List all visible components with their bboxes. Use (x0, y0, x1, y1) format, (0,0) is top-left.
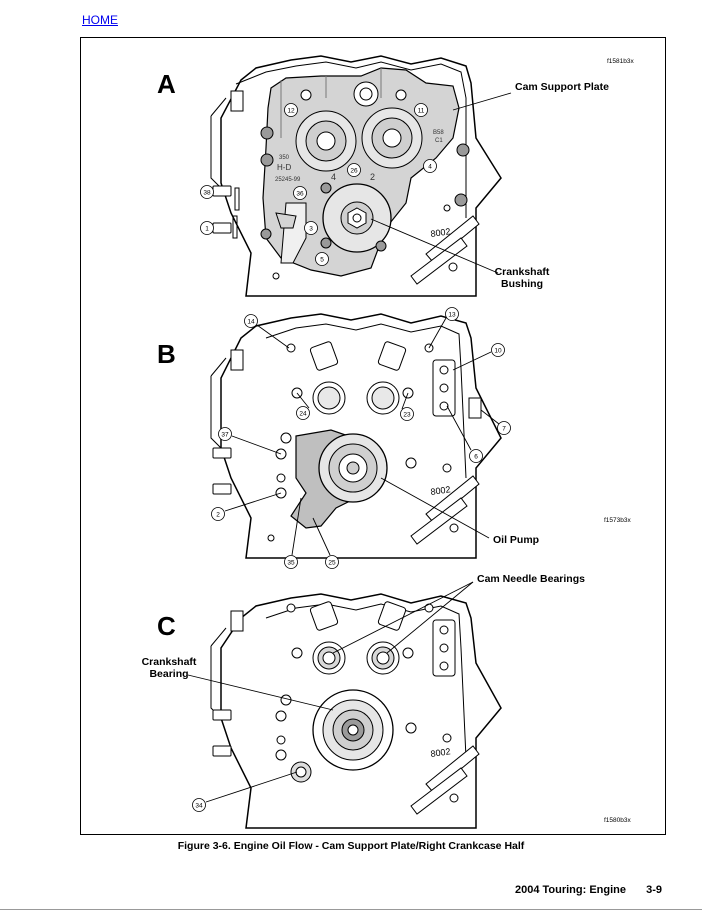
panel-b-crankcase (210, 313, 502, 559)
svg-text:10: 10 (494, 347, 502, 354)
callout-10: 10 (491, 343, 505, 357)
callout-3: 3 (304, 221, 318, 235)
panel-a-letter: A (157, 69, 176, 99)
callout-4: 4 (423, 159, 437, 173)
figure-frame: A f1581b3x (80, 37, 666, 835)
panel-a-leaders (370, 92, 512, 274)
panel-c: C f1580b3x (142, 573, 631, 829)
svg-text:1: 1 (205, 225, 209, 232)
crankshaft-bushing-label-line2: Bushing (501, 278, 543, 290)
crankshaft-bushing-label-line1: Crankshaft (495, 266, 550, 278)
oil-pump-label: Oil Pump (493, 534, 539, 546)
panel-a: A f1581b3x (157, 55, 634, 297)
panel-a-bolts (260, 89, 470, 280)
svg-text:26: 26 (350, 167, 358, 174)
callout-34: 34 (192, 798, 206, 812)
callout-14: 14 (244, 314, 258, 328)
callout-2: 2 (211, 507, 225, 521)
panel-c-crankcase (210, 593, 502, 829)
svg-text:2: 2 (216, 511, 220, 518)
callout-26: 26 (347, 163, 361, 177)
svg-text:37: 37 (221, 431, 229, 438)
svg-text:6: 6 (474, 453, 478, 460)
callout-23: 23 (400, 407, 414, 421)
svg-text:12: 12 (287, 107, 295, 114)
callout-11: 11 (414, 103, 428, 117)
svg-text:4: 4 (331, 172, 336, 182)
footer-page-number: 3-9 (646, 884, 662, 896)
svg-text:24: 24 (299, 410, 307, 417)
callout-37: 37 (218, 427, 232, 441)
cam-needle-bearings-label: Cam Needle Bearings (477, 573, 585, 585)
callout-36: 36 (293, 186, 307, 200)
home-link[interactable]: HOME (82, 13, 118, 27)
svg-text:7: 7 (502, 425, 506, 432)
callout-38: 38 (200, 185, 214, 199)
callout-35: 35 (284, 555, 298, 569)
panel-c-leaders (187, 581, 474, 803)
panel-c-callouts: 34 (192, 798, 206, 812)
svg-text:13: 13 (448, 311, 456, 318)
panel-a-callouts: 12 11 4 26 36 38 1 3 5 (200, 103, 437, 266)
panel-b-callouts: 14 13 10 24 23 37 7 6 2 35 25 (211, 307, 511, 569)
svg-text:B58: B58 (433, 130, 444, 136)
footer-section-title: 2004 Touring: Engine (514, 884, 626, 896)
callout-12: 12 (284, 103, 298, 117)
svg-text:25245-99: 25245-99 (275, 177, 301, 183)
svg-text:3: 3 (309, 225, 313, 232)
svg-text:H-D: H-D (277, 163, 291, 172)
callout-25: 25 (325, 555, 339, 569)
panel-a-stamp: 8002 (430, 226, 451, 239)
callout-24: 24 (296, 406, 310, 420)
panel-b-code: f1573b3x (604, 517, 631, 524)
engine-oil-flow-figure: A f1581b3x (142, 55, 634, 829)
panel-a-plate-text: H-D 25245-99 350 B58 C1 4 2 (275, 130, 444, 183)
crankshaft-bearing-label-line1: Crankshaft (142, 656, 197, 668)
svg-text:25: 25 (328, 559, 336, 566)
panel-b-letter: B (157, 339, 176, 369)
cam-support-plate-label: Cam Support Plate (515, 81, 609, 93)
svg-text:11: 11 (418, 107, 425, 114)
panel-b-stamp: 8002 (430, 484, 451, 497)
bottom-divider (0, 909, 702, 910)
svg-text:14: 14 (247, 318, 255, 325)
svg-text:36: 36 (296, 190, 304, 197)
svg-text:2: 2 (370, 172, 375, 182)
svg-text:350: 350 (279, 155, 290, 161)
callout-13: 13 (445, 307, 459, 321)
svg-text:38: 38 (203, 189, 211, 196)
svg-text:5: 5 (320, 256, 324, 263)
callout-6: 6 (469, 449, 483, 463)
panel-b: B f1573b3x (157, 307, 631, 569)
svg-text:35: 35 (287, 559, 295, 566)
callout-7: 7 (497, 421, 511, 435)
svg-text:23: 23 (403, 411, 411, 418)
svg-text:4: 4 (428, 163, 432, 170)
panel-c-code: f1580b3x (604, 817, 631, 824)
callout-5: 5 (315, 252, 329, 266)
panel-a-code: f1581b3x (607, 58, 634, 65)
panel-c-stamp: 8002 (430, 746, 451, 759)
callout-1: 1 (200, 221, 214, 235)
figure-caption: Figure 3-6. Engine Oil Flow - Cam Suppor… (177, 840, 525, 852)
crankshaft-bearing-label-line2: Bearing (149, 668, 188, 680)
svg-text:C1: C1 (435, 138, 443, 144)
panel-c-letter: C (157, 611, 176, 641)
svg-text:34: 34 (195, 802, 203, 809)
panel-b-leaders (224, 317, 500, 556)
